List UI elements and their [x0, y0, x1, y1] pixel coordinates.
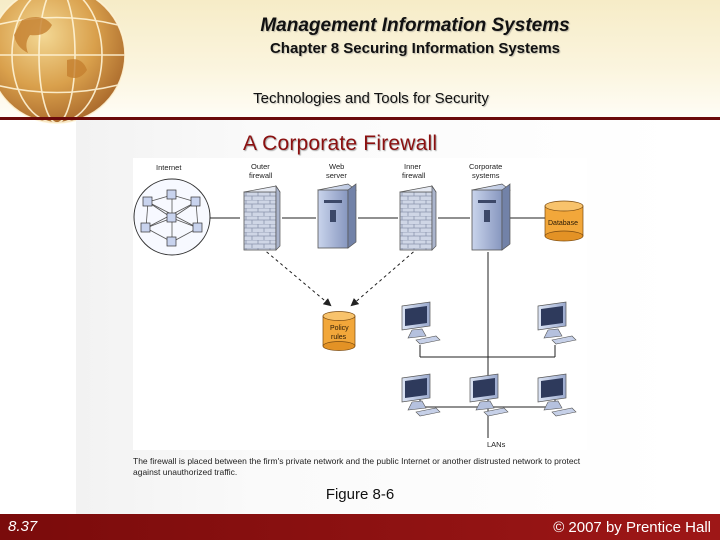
database-label: Database [548, 220, 578, 227]
footer-bar: 8.37 © 2007 by Prentice Hall [0, 514, 720, 540]
web-server-icon [317, 183, 357, 249]
slide-heading: A Corporate Firewall [243, 132, 438, 155]
lan-computer-icon-4 [469, 373, 509, 417]
web-server-label-line1: Web [329, 162, 344, 171]
inner-firewall-icon [399, 184, 437, 251]
internet-label: Internet [156, 163, 182, 172]
globe-icon [0, 0, 126, 124]
corporate-systems-server-icon [471, 183, 511, 251]
internet-cloud-icon [133, 178, 211, 256]
outer-firewall-label-line1: Outer [251, 162, 270, 171]
lan-computer-icon-2 [537, 301, 577, 345]
inner-firewall-label-line1: Inner [404, 162, 422, 171]
database-icon [544, 200, 584, 242]
chapter-title: Chapter 8 Securing Information Systems [269, 40, 561, 57]
slide-number: 8.37 [8, 518, 38, 535]
copyright-text: © 2007 by Prentice Hall [553, 519, 711, 536]
course-title: Management Information Systems [260, 15, 570, 36]
corporate-systems-label-line2: systems [472, 171, 500, 180]
inner-firewall-label-line2: firewall [402, 171, 426, 180]
outer-firewall-label-line2: firewall [249, 171, 273, 180]
section-title: Technologies and Tools for Security [253, 90, 489, 107]
lan-computer-icon-5 [537, 373, 577, 417]
corporate-systems-label-line1: Corporate [469, 162, 502, 171]
policy-rules-label-line2: rules [331, 334, 347, 341]
header-divider [0, 117, 720, 120]
lan-computer-icon-1 [401, 301, 441, 345]
figure-label: Figure 8-6 [325, 486, 395, 503]
policy-rules-icon [322, 311, 356, 351]
policy-rules-label-line1: Policy [330, 325, 349, 332]
lans-label: LANs [487, 440, 506, 449]
outer-firewall-icon [243, 184, 281, 251]
web-server-label-line2: server [326, 171, 347, 180]
figure-caption: The firewall is placed between the firm'… [133, 456, 581, 477]
lan-computer-icon-3 [401, 373, 441, 417]
